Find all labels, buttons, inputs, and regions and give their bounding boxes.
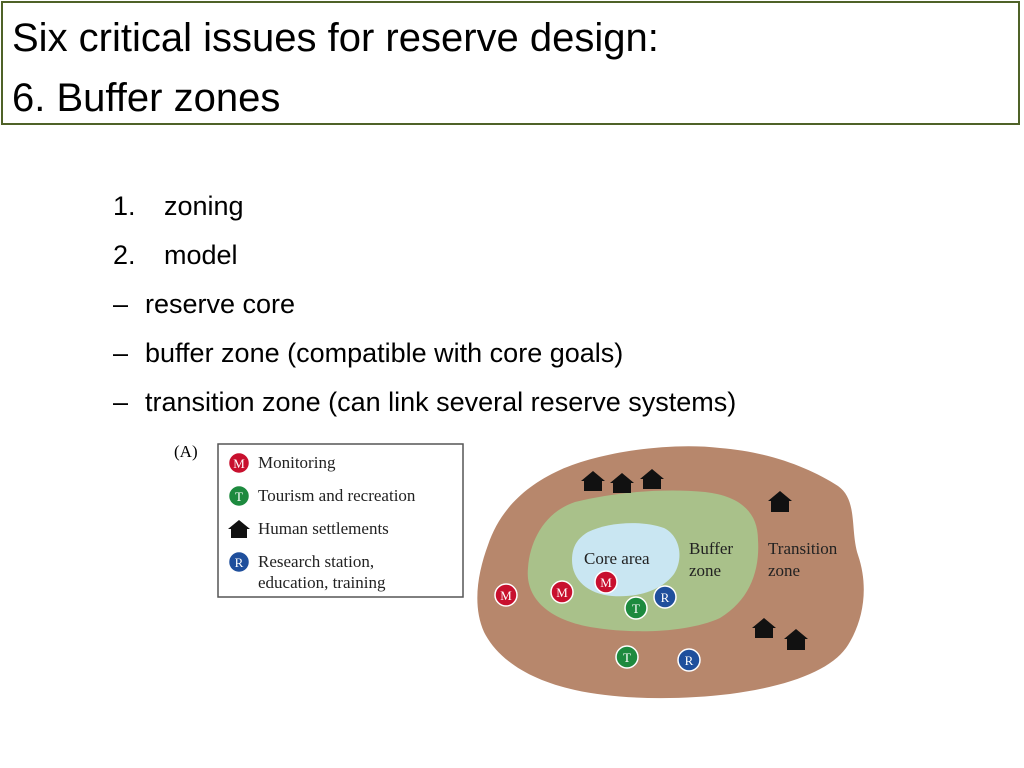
legend-item-research: R Research station, education, training [227, 550, 386, 592]
transition-zone-label-line1: Transition [768, 539, 838, 558]
research-badge-icon [677, 648, 701, 672]
monitoring-badge-icon [227, 451, 251, 475]
slide-title-line-1: Six critical issues for reserve design: [12, 16, 659, 60]
slide-title-line-2: 6. Buffer zones [12, 76, 281, 120]
map-badge-monitoring: M [494, 583, 518, 607]
numbered-marker: 1. [113, 191, 136, 221]
map-badge-monitoring: M [594, 570, 618, 594]
tourism-badge-icon [624, 596, 648, 620]
map-badge-tourism: T [624, 596, 648, 620]
transition-zone-label-line2: zone [768, 561, 800, 580]
monitoring-badge-icon [550, 580, 574, 604]
numbered-marker: 2. [113, 240, 136, 270]
dash-marker: – [113, 338, 129, 368]
dash-text: reserve core [145, 289, 296, 319]
monitoring-badge-letter: M [600, 575, 612, 590]
research-badge-letter: R [661, 590, 670, 605]
map-badge-tourism: T [615, 645, 639, 669]
numbered-text: model [164, 240, 238, 270]
legend-settlements-label: Human settlements [258, 519, 389, 538]
map-badge-monitoring: M [550, 580, 574, 604]
legend-monitoring-label: Monitoring [258, 453, 336, 472]
settlements-group [581, 469, 808, 650]
slide-title-box: Six critical issues for reserve design: … [1, 1, 1020, 125]
tourism-badge-letter: T [623, 650, 631, 665]
research-badge-letter: R [235, 555, 244, 570]
house-icon [752, 618, 776, 638]
dash-text: transition zone (can link several reserv… [145, 387, 737, 417]
research-badge-letter: R [685, 653, 694, 668]
research-badge-icon [653, 585, 677, 609]
legend-research-label-line1: Research station, [258, 552, 374, 571]
panel-label: (A) [174, 442, 198, 461]
numbered-text: zoning [164, 191, 244, 221]
tourism-badge-icon [615, 645, 639, 669]
legend-item-monitoring: M Monitoring [227, 451, 336, 475]
research-badge-icon [227, 550, 251, 574]
legend-item-tourism: T Tourism and recreation [227, 484, 416, 508]
monitoring-badge-letter: M [500, 588, 512, 603]
tourism-badge-icon [227, 484, 251, 508]
dash-marker: – [113, 289, 129, 319]
buffer-zone-label-line1: Buffer [689, 539, 733, 558]
monitoring-badge-icon [494, 583, 518, 607]
dash-text: buffer zone (compatible with core goals) [145, 338, 624, 368]
legend: M Monitoring T Tourism and recreation Hu… [217, 443, 464, 598]
map-badge-research: R [677, 648, 701, 672]
map-badge-research: R [653, 585, 677, 609]
house-icon [768, 491, 792, 512]
tourism-badge-letter: T [235, 489, 243, 504]
core-area-label: Core area [584, 549, 650, 568]
house-icon [640, 469, 664, 489]
buffer-zone-label-line2: zone [689, 561, 721, 580]
house-icon [228, 520, 250, 538]
monitoring-badge-letter: M [233, 456, 245, 471]
house-icon [784, 629, 808, 650]
house-icon [610, 473, 634, 493]
tourism-badge-letter: T [632, 601, 640, 616]
legend-frame [217, 443, 464, 598]
dash-marker: – [113, 387, 129, 417]
legend-item-settlements: Human settlements [228, 519, 389, 538]
monitoring-badge-icon [594, 570, 618, 594]
legend-tourism-label: Tourism and recreation [258, 486, 416, 505]
legend-research-label-line2: education, training [258, 573, 386, 592]
house-icon [581, 471, 605, 491]
monitoring-badge-letter: M [556, 585, 568, 600]
